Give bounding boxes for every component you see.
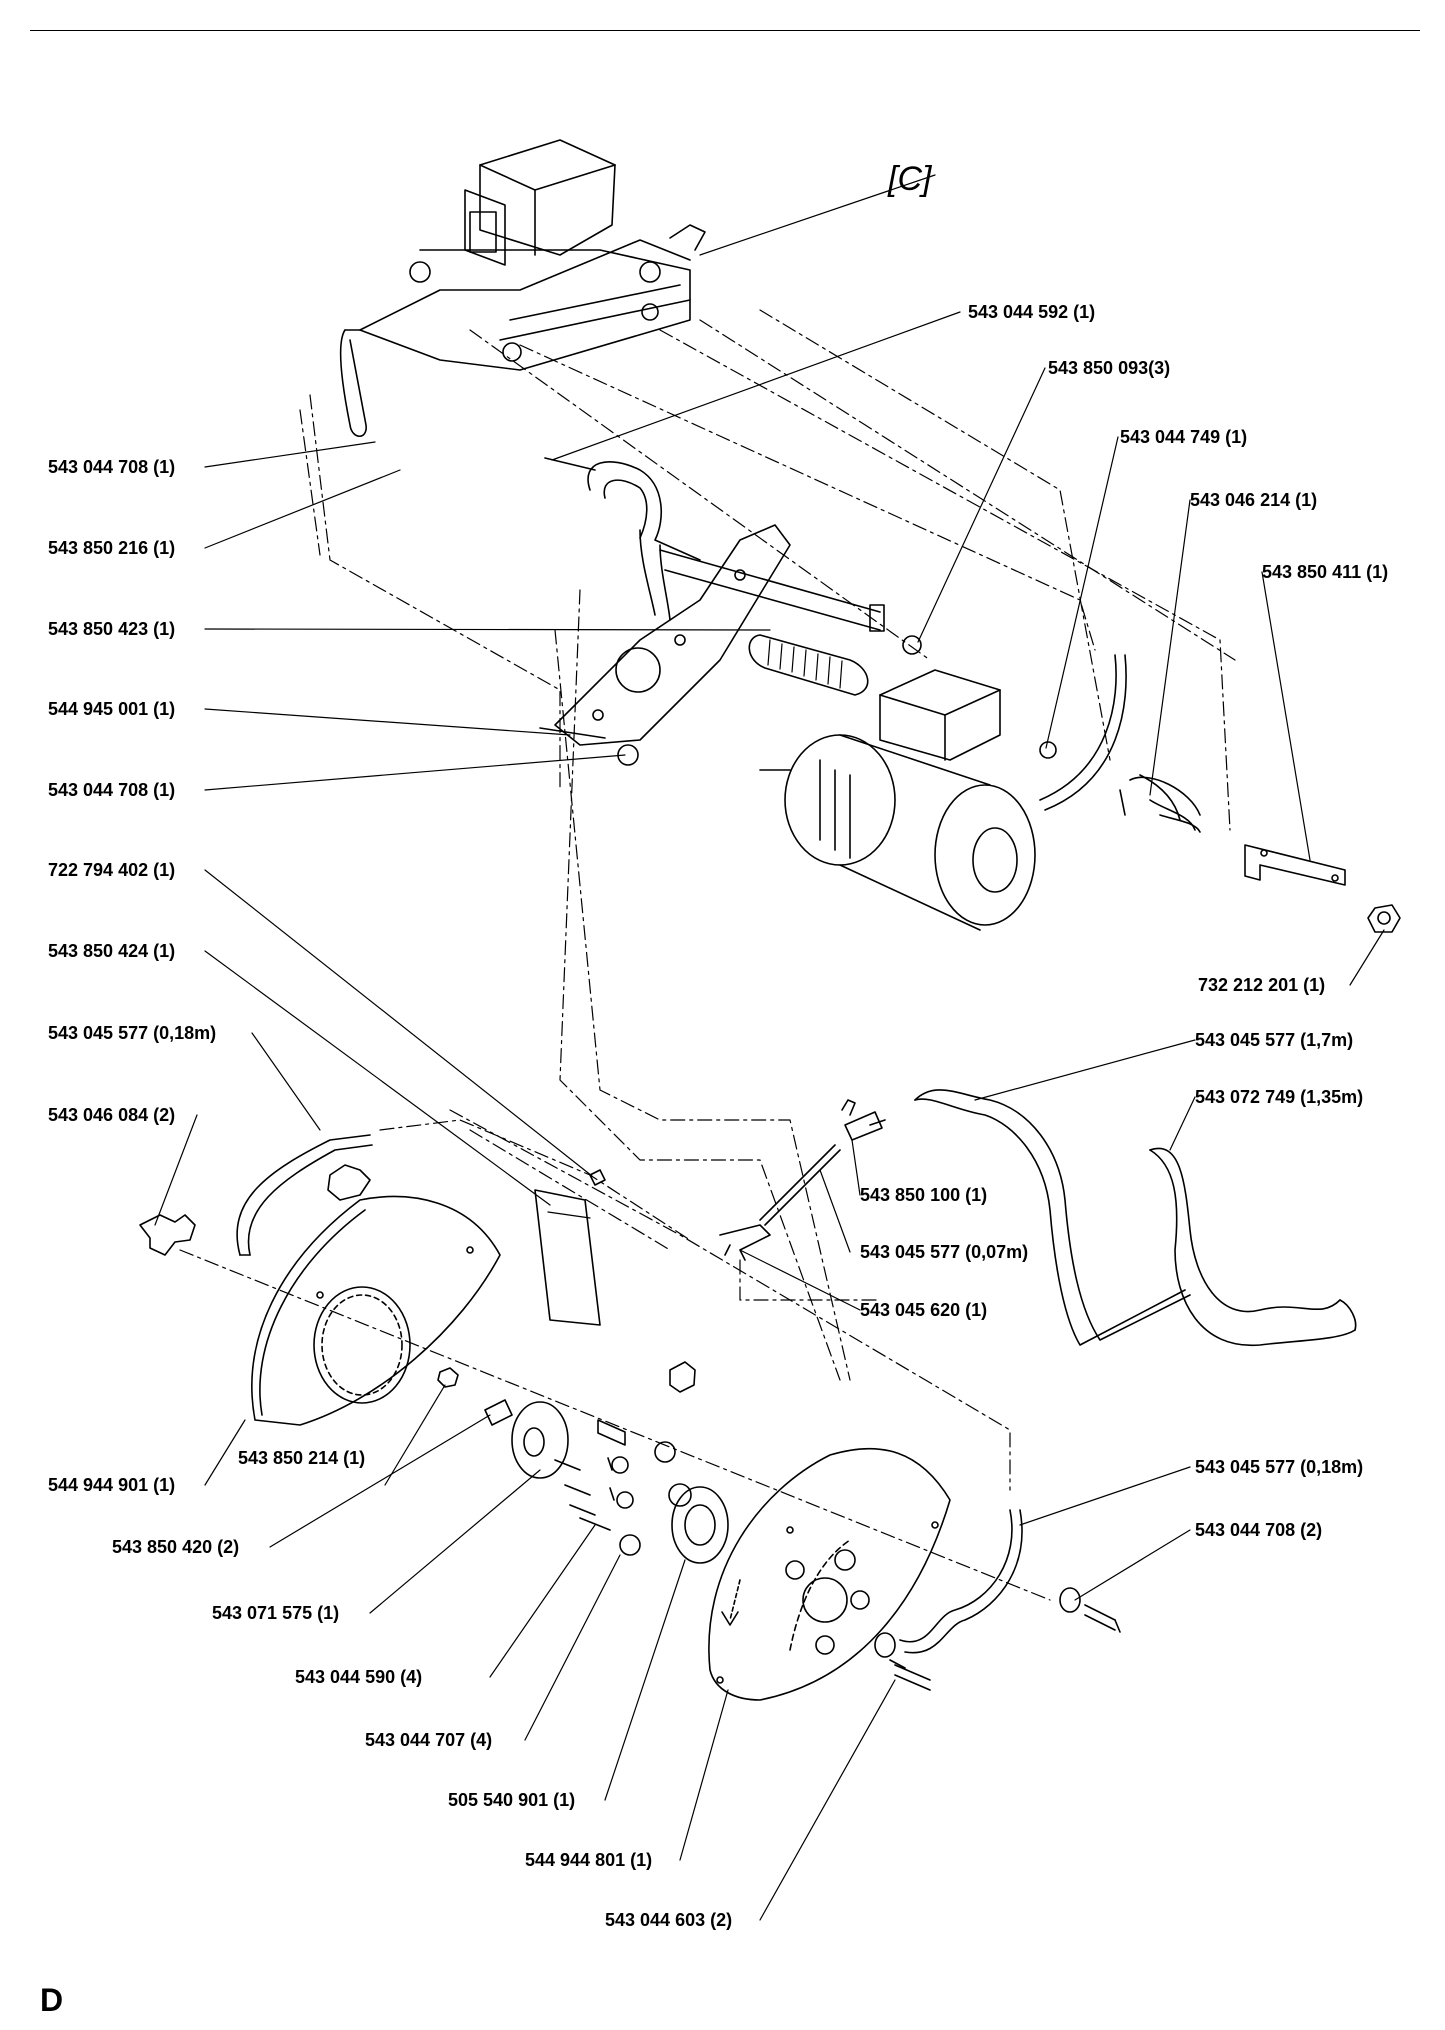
callout-label: 543 044 590 (4) <box>295 1667 423 1687</box>
callout-label: 543 044 708 (1) <box>48 780 176 800</box>
control-box-assembly <box>339 139 706 438</box>
callout-label: 543 044 708 (1) <box>48 457 176 477</box>
callout-label: 543 850 424 (1) <box>48 941 176 961</box>
rubber-flap <box>534 1189 601 1326</box>
outer-blade-guard <box>251 1195 501 1426</box>
star-knob-upper <box>327 1164 371 1201</box>
top-rule <box>30 30 1420 31</box>
callout-label: 543 850 423 (1) <box>48 619 176 639</box>
water-hose-long <box>914 1089 1191 1346</box>
callout-label: 543 044 708 (2) <box>1195 1520 1323 1540</box>
reference-marker: [C] <box>888 160 932 198</box>
callout-label: 543 850 214 (1) <box>238 1448 366 1468</box>
flange-washer <box>511 1401 569 1479</box>
callout-label: 543 045 577 (0,18m) <box>1195 1457 1364 1477</box>
water-pipe-right <box>899 1509 1023 1654</box>
small-hardware <box>437 1169 696 1556</box>
handle-bar <box>544 457 885 632</box>
callout-label: 544 944 801 (1) <box>525 1850 653 1870</box>
leader-lines <box>154 174 1385 1921</box>
rubber-grip <box>748 634 922 696</box>
callout-label: 543 045 577 (1,7m) <box>1195 1030 1354 1050</box>
cable-and-spring <box>1039 654 1201 833</box>
water-pipe-left <box>236 1134 373 1256</box>
callout-label: 505 540 901 (1) <box>448 1790 576 1810</box>
callout-label: 543 850 093(3) <box>1048 358 1171 378</box>
callout-label: 544 944 901 (1) <box>48 1475 176 1495</box>
callout-label: 543 045 577 (0,07m) <box>860 1242 1029 1262</box>
callout-label: 543 850 100 (1) <box>860 1185 988 1205</box>
inner-flange <box>671 1486 729 1564</box>
callout-label: 543 850 411 (1) <box>1262 562 1389 582</box>
star-knob-left <box>139 1214 196 1256</box>
callout-label: 543 072 749 (1,35m) <box>1195 1087 1364 1107</box>
inner-blade-guard <box>708 1447 951 1701</box>
assembly-guide-lines <box>179 309 1236 1601</box>
callout-label: 543 044 592 (1) <box>968 302 1096 322</box>
callout-label: 543 045 577 (0,18m) <box>48 1023 217 1043</box>
callout-label: 543 044 603 (2) <box>605 1910 733 1930</box>
water-valve-fittings <box>719 1099 886 1261</box>
callout-label: 543 850 216 (1) <box>48 538 176 558</box>
right-washer-bolts <box>874 1587 1121 1691</box>
callout-label: 543 071 575 (1) <box>212 1603 340 1623</box>
callout-label: 543 046 084 (2) <box>48 1105 176 1125</box>
suction-hose <box>1149 1147 1357 1347</box>
electric-motor <box>759 669 1057 931</box>
callout-label: 543 044 749 (1) <box>1120 427 1248 447</box>
callout-label: 543 046 214 (1) <box>1190 490 1318 510</box>
motor-bracket-plate <box>539 524 791 766</box>
callout-label: 543 045 620 (1) <box>860 1300 988 1320</box>
callout-label: 543 850 420 (2) <box>112 1537 240 1557</box>
section-letter: D <box>40 1982 64 2018</box>
callout-label: 544 945 001 (1) <box>48 699 176 719</box>
callout-label: 722 794 402 (1) <box>48 860 176 880</box>
callout-label: 732 212 201 (1) <box>1198 975 1326 995</box>
l-bracket-and-nut <box>1244 844 1401 933</box>
callout-label: 543 044 707 (4) <box>365 1730 493 1750</box>
